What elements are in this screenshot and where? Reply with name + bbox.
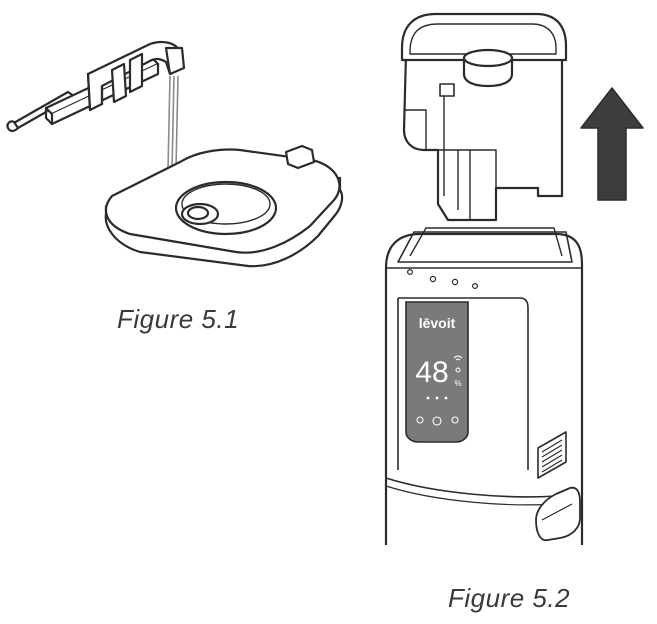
display-panel: lēvoit 48 % <box>405 301 469 443</box>
figure-caption-5-2: Figure 5.2 <box>448 583 571 613</box>
status-indicator-icon <box>455 367 461 373</box>
indicator-dots <box>426 396 448 400</box>
arrow-up-icon <box>580 87 644 201</box>
wifi-icon <box>453 355 463 361</box>
figure-caption-5-1: Figure 5.1 <box>117 304 240 334</box>
humidity-readout: 48 <box>415 356 448 389</box>
power-icon <box>432 416 442 426</box>
faucet-icon <box>6 41 186 133</box>
brand-logo: lēvoit <box>419 315 456 331</box>
sleep-icon <box>451 416 459 424</box>
water-stream <box>167 75 179 171</box>
fan-icon <box>416 416 424 424</box>
tank-lid-icon <box>104 144 344 268</box>
water-tank-icon <box>400 12 568 222</box>
humidity-unit: % <box>454 379 461 388</box>
touch-buttons <box>416 416 459 426</box>
